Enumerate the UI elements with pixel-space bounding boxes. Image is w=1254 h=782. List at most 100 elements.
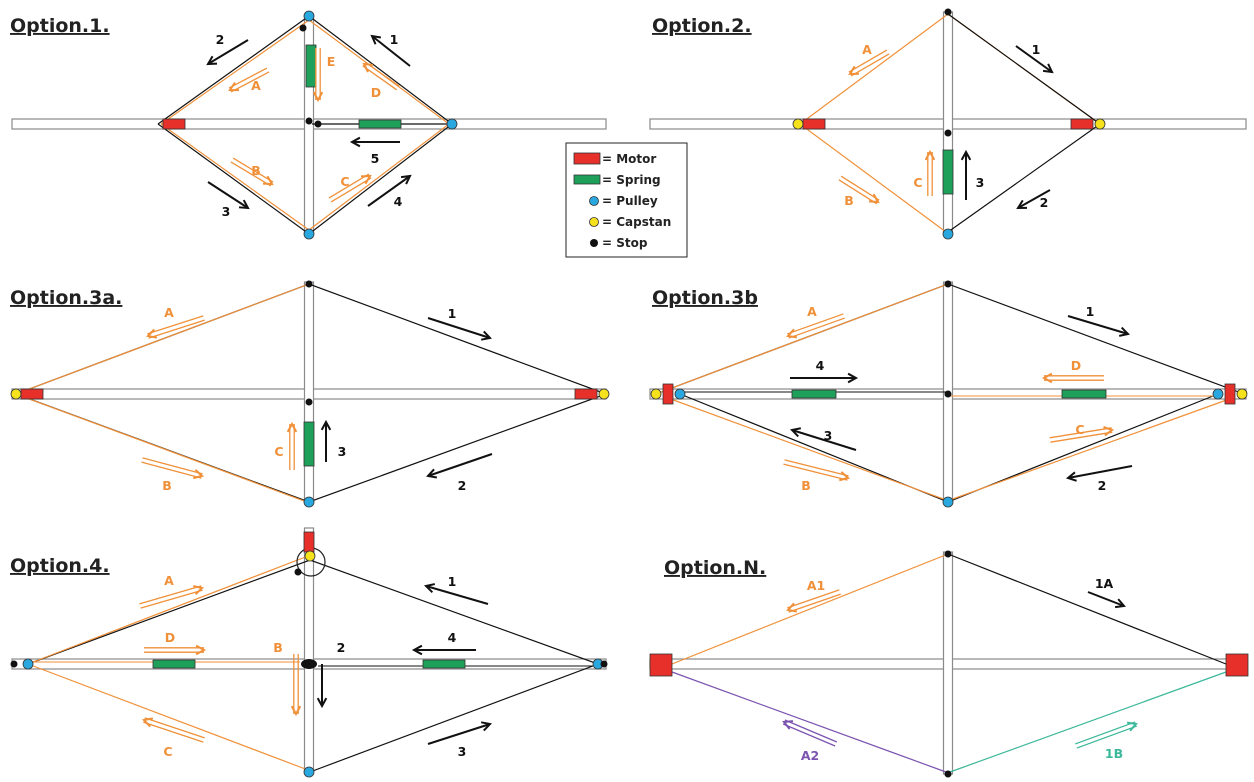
direction-arrow: A	[146, 305, 205, 339]
arrow-label: 5	[371, 151, 380, 166]
arrow-label: 3	[976, 175, 985, 190]
pulley	[303, 496, 315, 508]
arrow-label: C	[163, 744, 172, 759]
arrow-label: B	[801, 478, 811, 493]
stop-swatch	[590, 239, 598, 247]
cable-orange	[27, 663, 309, 771]
spring	[791, 389, 837, 399]
vertical-rod	[942, 551, 954, 775]
direction-arrow: B	[783, 459, 851, 493]
cable-orange	[799, 123, 947, 233]
direction-arrow: 2	[316, 640, 345, 709]
legend-item-pulley: = Pulley	[589, 194, 658, 208]
direction-arrow: 3	[207, 181, 250, 219]
arrow-label: 2	[216, 32, 225, 47]
direction-arrow: 1	[427, 306, 492, 341]
direction-arrow: C	[142, 717, 205, 759]
direction-arrow: D	[362, 61, 400, 100]
stop	[944, 770, 952, 778]
legend-label: = Motor	[602, 152, 656, 166]
cable-orange	[667, 397, 947, 501]
direction-arrow: 1A	[1087, 576, 1126, 609]
stop	[10, 660, 18, 668]
legend-label: = Spring	[602, 173, 661, 187]
arrow-label: 2	[1040, 195, 1049, 210]
cable-black	[27, 559, 600, 773]
direction-arrow: C	[328, 173, 372, 203]
arrow-label: B	[844, 193, 854, 208]
stop	[944, 129, 952, 137]
pulley	[1212, 388, 1224, 400]
pulley	[303, 766, 315, 778]
arrow-label: D	[371, 85, 381, 100]
direction-arrow: A	[786, 304, 845, 339]
pulley	[942, 228, 954, 240]
arrow-label: 1	[1032, 42, 1041, 57]
motor	[649, 653, 673, 677]
direction-arrow: A1	[786, 578, 841, 613]
direction-arrow: 4	[411, 630, 476, 656]
spring-swatch	[573, 174, 601, 185]
capstan	[1236, 388, 1248, 400]
direction-arrow: 4	[367, 174, 412, 209]
arrow-label: C	[913, 175, 922, 190]
motor	[1225, 653, 1249, 677]
arrow-label: 3	[458, 744, 467, 759]
cable-orange	[15, 283, 310, 395]
arrow-label: B	[162, 478, 172, 493]
capstan	[598, 388, 610, 400]
direction-arrow: C	[1049, 422, 1115, 443]
pulley	[446, 118, 458, 130]
arrow-label: C	[340, 174, 349, 189]
direction-arrow: 2	[1016, 189, 1051, 210]
cable-orange	[671, 553, 949, 665]
spring	[303, 421, 315, 467]
stop	[305, 117, 313, 125]
arrow-label: 1	[390, 32, 399, 47]
arrow-label: 1B	[1105, 746, 1123, 761]
direction-arrow: 3	[960, 149, 985, 200]
panel-title: Option.4.	[10, 555, 110, 577]
spring	[358, 119, 402, 129]
spring	[152, 659, 196, 669]
direction-arrow: 3	[427, 721, 492, 759]
stop	[314, 120, 322, 128]
direction-arrow: C	[913, 149, 936, 196]
legend-box: = Motor= Spring= Pulley= Capstan= Stop	[565, 142, 688, 258]
arrow-label: A	[251, 78, 261, 93]
direction-arrow: 1	[1067, 304, 1130, 337]
pulley	[303, 228, 315, 240]
arrow-label: B	[273, 640, 283, 655]
cable-orange	[949, 397, 1233, 501]
legend-item-spring: = Spring	[573, 173, 661, 187]
direction-arrow: 3	[320, 419, 346, 462]
stop	[944, 390, 952, 398]
cable-purple	[671, 671, 947, 773]
stop	[600, 660, 608, 668]
motor	[162, 118, 186, 130]
cable-black	[947, 553, 1227, 665]
vertical-rod	[942, 11, 954, 235]
arrow-label: 1	[448, 306, 457, 321]
pulley	[303, 10, 315, 22]
stop	[944, 8, 952, 16]
arrow-label: 3	[824, 428, 833, 443]
motor	[802, 118, 826, 130]
direction-arrow: B	[141, 457, 205, 493]
motor	[662, 383, 674, 405]
motor	[303, 531, 315, 553]
arrow-label: 4	[394, 194, 403, 209]
direction-arrow: B	[273, 640, 302, 717]
direction-arrow: D	[144, 630, 207, 656]
capstan-swatch	[589, 217, 599, 227]
direction-arrow: 2	[206, 32, 249, 66]
capstan	[1094, 118, 1106, 130]
capstan	[10, 388, 22, 400]
direction-arrow: 5	[349, 136, 400, 166]
direction-arrow: 4	[790, 358, 859, 384]
stop	[294, 568, 302, 576]
